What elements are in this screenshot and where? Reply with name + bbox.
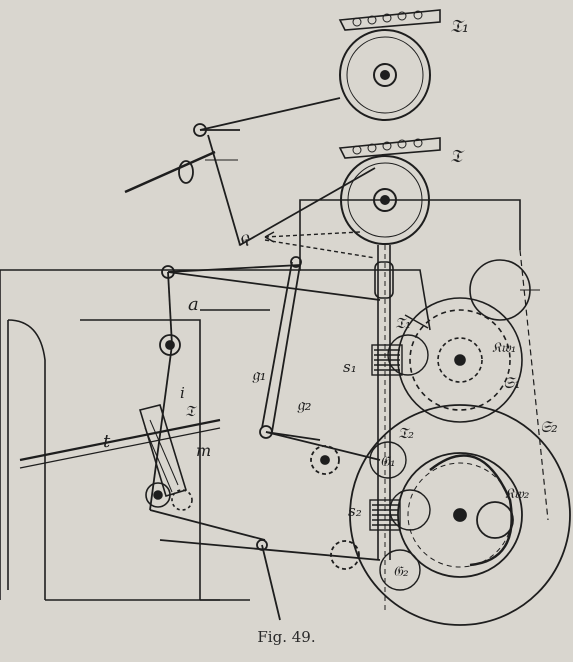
label-i: i [180,384,185,402]
label-T2: 𝔗₂ [398,424,414,442]
label-t1: 𝔗₁ [450,16,469,37]
label-S2: 𝔖₂ [540,417,558,436]
label-S1: 𝔖₁ [503,373,521,392]
spring-block-s2 [369,441,431,591]
label-t: 𝔗 [450,146,465,167]
label-t-lever: t [103,431,111,452]
linkage-arms [149,256,381,621]
label-g2: 𝔤₂ [297,395,312,415]
drum-s1 [397,259,540,423]
figure-caption: Fig. 49. [257,628,316,646]
roller-t [338,137,441,245]
labels: 𝔗₁ 𝔗 𝔎 a 𝔗₁ 𝔎𝔴₁ s₁ 𝔤₁ 𝔖₁ 𝔖₂ i 𝔗 m t 𝔤₂ 𝔗… [103,16,558,580]
label-k: 𝔎 [238,231,251,251]
machine-frame [0,199,521,601]
label-m: m [196,441,211,460]
drum-s2 [349,249,571,626]
label-g1: 𝔤₁ [252,365,266,385]
label-G1: 𝔊₁ [380,454,396,470]
spring-block-s1 [371,314,429,376]
label-s2: s₂ [348,502,362,520]
upper-lever [124,97,376,246]
label-a: a [188,294,199,315]
label-kw1: 𝔎𝔴₁ [492,340,516,356]
arrow-k [264,231,376,259]
label-s1: s₁ [343,358,357,376]
label-G2: 𝔊₂ [393,564,409,580]
comb-ratchet [19,404,221,511]
label-t1-small: 𝔗₁ [395,314,411,332]
roller-t1 [338,9,441,121]
label-kw2: 𝔎𝔴₂ [505,486,530,502]
label-tb: 𝔗 [185,402,198,420]
